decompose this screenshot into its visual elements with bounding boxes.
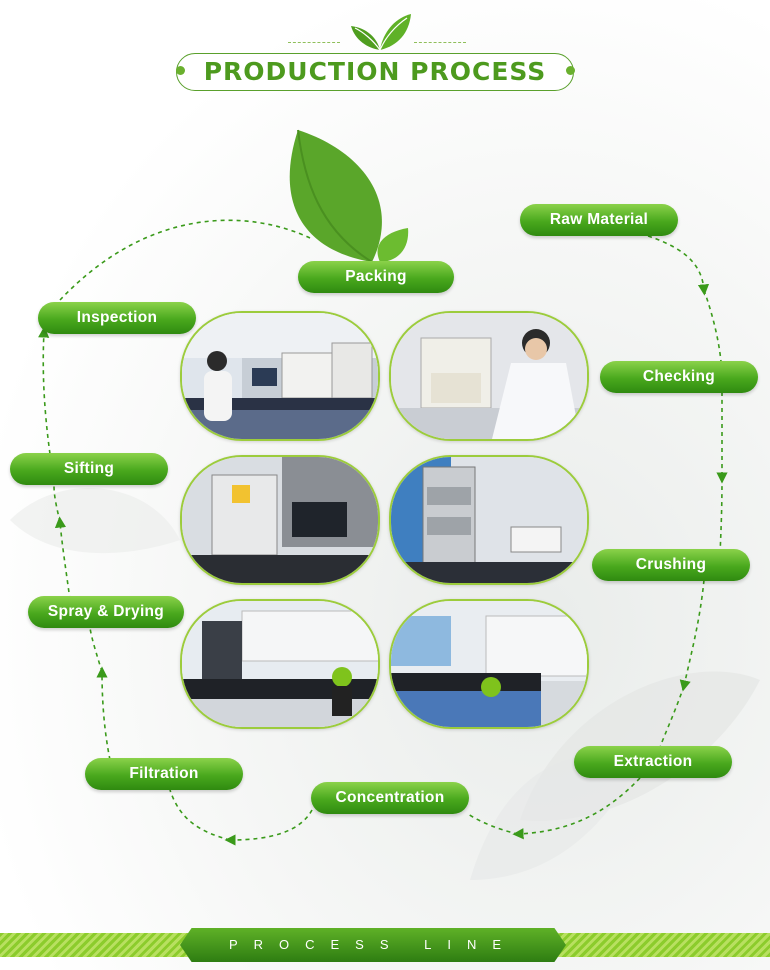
step-extraction: Extraction [574,746,732,778]
photo-lab-technician-instrument [389,311,589,441]
photo-lab-bench-right [389,599,589,729]
step-raw-material: Raw Material [520,204,678,236]
big-leaf-icon [289,129,409,263]
step-inspection: Inspection [38,302,196,334]
header-dot-right [566,66,575,75]
photo-chromatography-equipment [389,455,589,585]
footer-label: PROCESS LINE [228,937,518,952]
photo-lab-bench-left [180,599,380,729]
step-filtration: Filtration [85,758,243,790]
header-frame [176,53,574,91]
photo-lab-technician-computer [180,311,380,441]
leaf-logo-icon [351,14,411,51]
step-concentration: Concentration [311,782,469,814]
photo-lab-analyzer [180,455,380,585]
step-checking: Checking [600,361,758,393]
page-title: PRODUCTION PROCESS [203,57,547,86]
step-packing: Packing [298,261,454,293]
step-crushing: Crushing [592,549,750,581]
step-sifting: Sifting [10,453,168,485]
header-dot-left [176,66,185,75]
header-divider-right [414,42,466,43]
footer-banner [180,928,566,962]
header-divider-left [288,42,340,43]
step-spray-drying: Spray & Drying [28,596,184,628]
